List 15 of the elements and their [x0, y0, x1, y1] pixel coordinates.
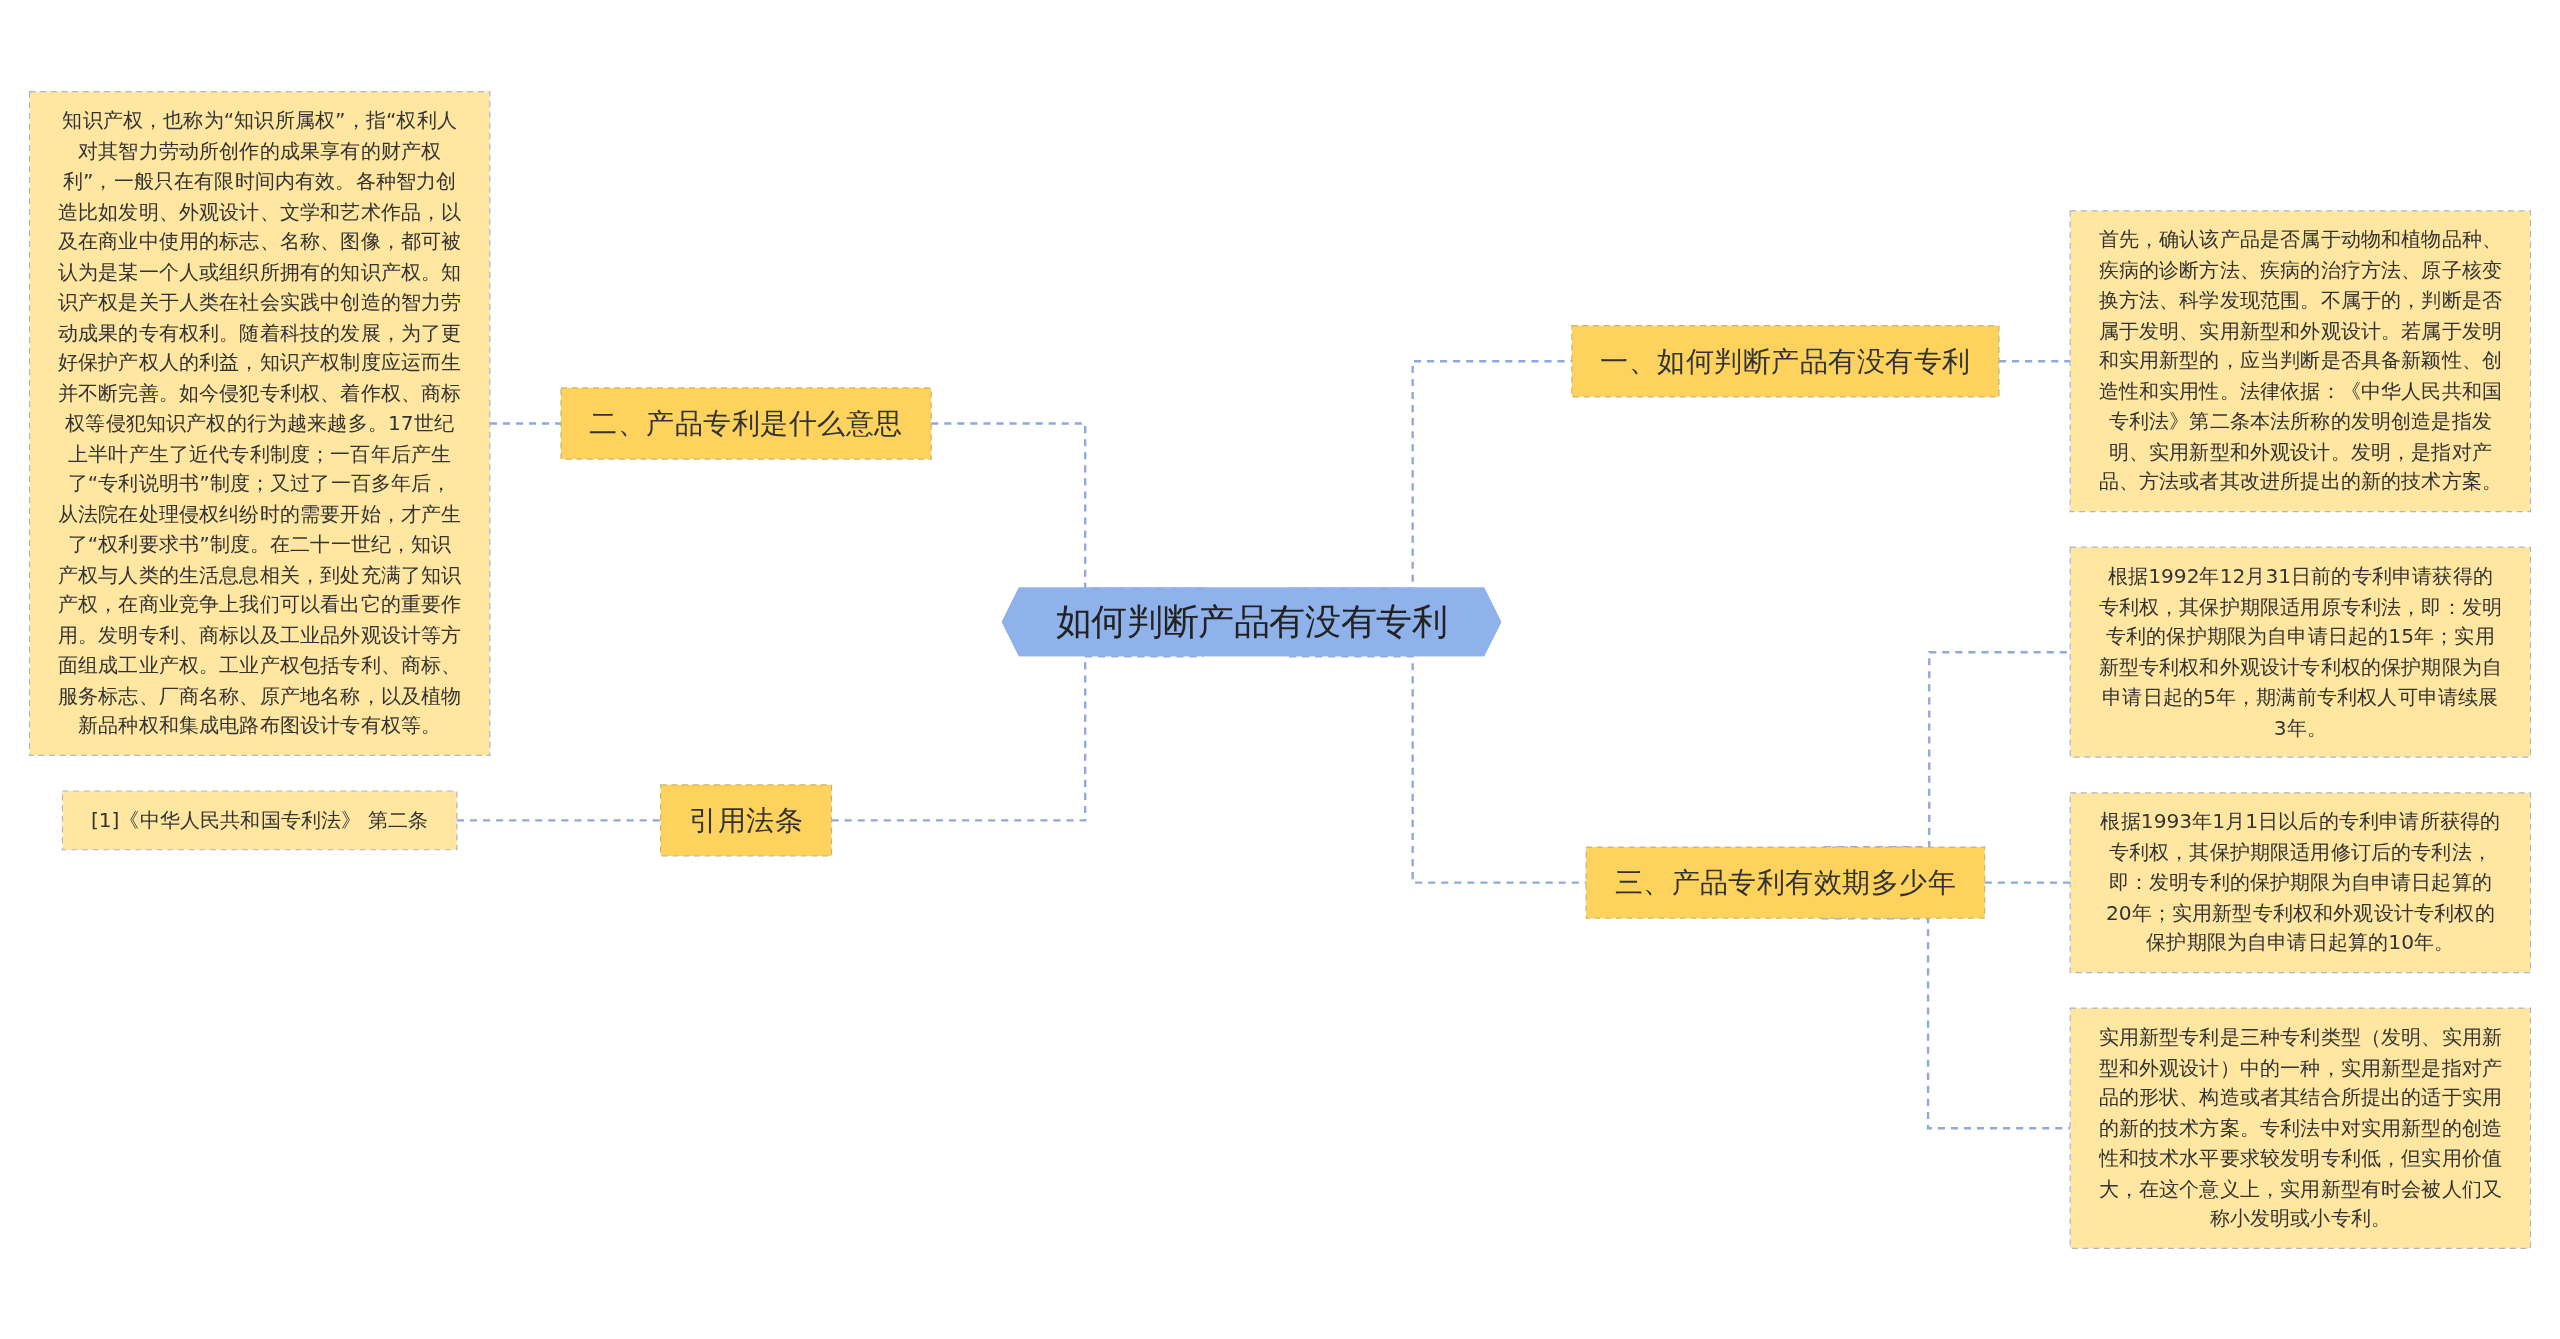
node-box: 引用法条: [660, 783, 833, 857]
node-box: 实用新型专利是三种专利类型（发明、实用新型和外观设计）中的一种，实用新型是指对产品的形状、构造或者其结合所提出的适于实用的新的技术方案。专利法中对实用新型的创造性和技术水平要求较发明专利低，但实用价值大，在这个意义上，实用新型有时会被人们又称小发明或小专利。: [2069, 1007, 2532, 1249]
node-box: 根据1993年1月1日以后的专利申请所获得的专利权，其保护期限适用修订后的专利法，即：发明专利的保护期限为自申请日起算的20年；实用新型专利权和外观设计专利权的保护期限为自申请日起算的10年。: [2069, 791, 2532, 973]
node-box: [1]《中华人民共和国专利法》 第二条: [61, 789, 458, 850]
node-box: 根据1992年12月31日前的专利申请获得的专利权，其保护期限适用原专利法，即：发明专利的保护期限为自申请日起的15年；实用新型专利权和外观设计专利权的保护期限为自申请日起的5年，期满前专利权人可申请续展3年。: [2069, 546, 2532, 758]
node-box: 三、产品专利有效期多少年: [1585, 846, 1986, 919]
connector: [489, 421, 561, 425]
connector: [1984, 881, 2071, 884]
node-box: 知识产权，也称为“知识所属权”，指“权利人对其智力劳动所创作的成果享有的财产权利”，一般只在有限时间内有效。各种智力创造比如发明、外观设计、文学和艺术作品，以及在商业中使用的标志、名称、图像，都可被认为是某一个人或组织所拥有的知识产权。知识产权是关于人类在社会实践中创造的智力劳动成果的专有权利。随着科技的发展，为了更好保护产权人的利益，知识产权制度应运而生并不断完善。如今侵犯专利权、着作权、商标权等侵犯知识产权的行为越来越多。17世纪上半叶产生了近代专利制度；一百年后产生了“专利说明书”制度；又过了一百多年后，从法院在处理侵权纠纷时的需要开始，才产生了“权利要求书”制度。在二十一世纪，知识产权与人类的生活息息相关，到处充满了知识产权，在商业竞争上我们可以看出它的重要作用。发明专利、商标以及工业品外观设计等方面组成工业产权。工业产权包括专利、商标、服务标志、厂商名称、原产地名称，以及植物新品种权和集成电路布图设计专有权等。: [28, 90, 491, 756]
node-box: 一、如何判断产品有没有专利: [1571, 324, 2000, 397]
connector: [1999, 359, 2071, 362]
connector: [456, 818, 661, 822]
connector: [831, 654, 1204, 822]
node-box: 二、产品专利是什么意思: [560, 386, 932, 460]
node-box: 首先，确认该产品是否属于动物和植物品种、疾病的诊断方法、疾病的治疗方法、原子核变换方法、科学发现范围。不属于的，判断是否属于发明、实用新型和外观设计。若属于发明和实用新型的，应当判断是否具备新颖性、创造性和实用性。法律依据：《中华人民共和国专利法》第二条本法所称的发明创造是指发明、实用新型和外观设计。发明，是指对产品、方法或者其改进所提出的新的技术方案。: [2069, 209, 2532, 512]
